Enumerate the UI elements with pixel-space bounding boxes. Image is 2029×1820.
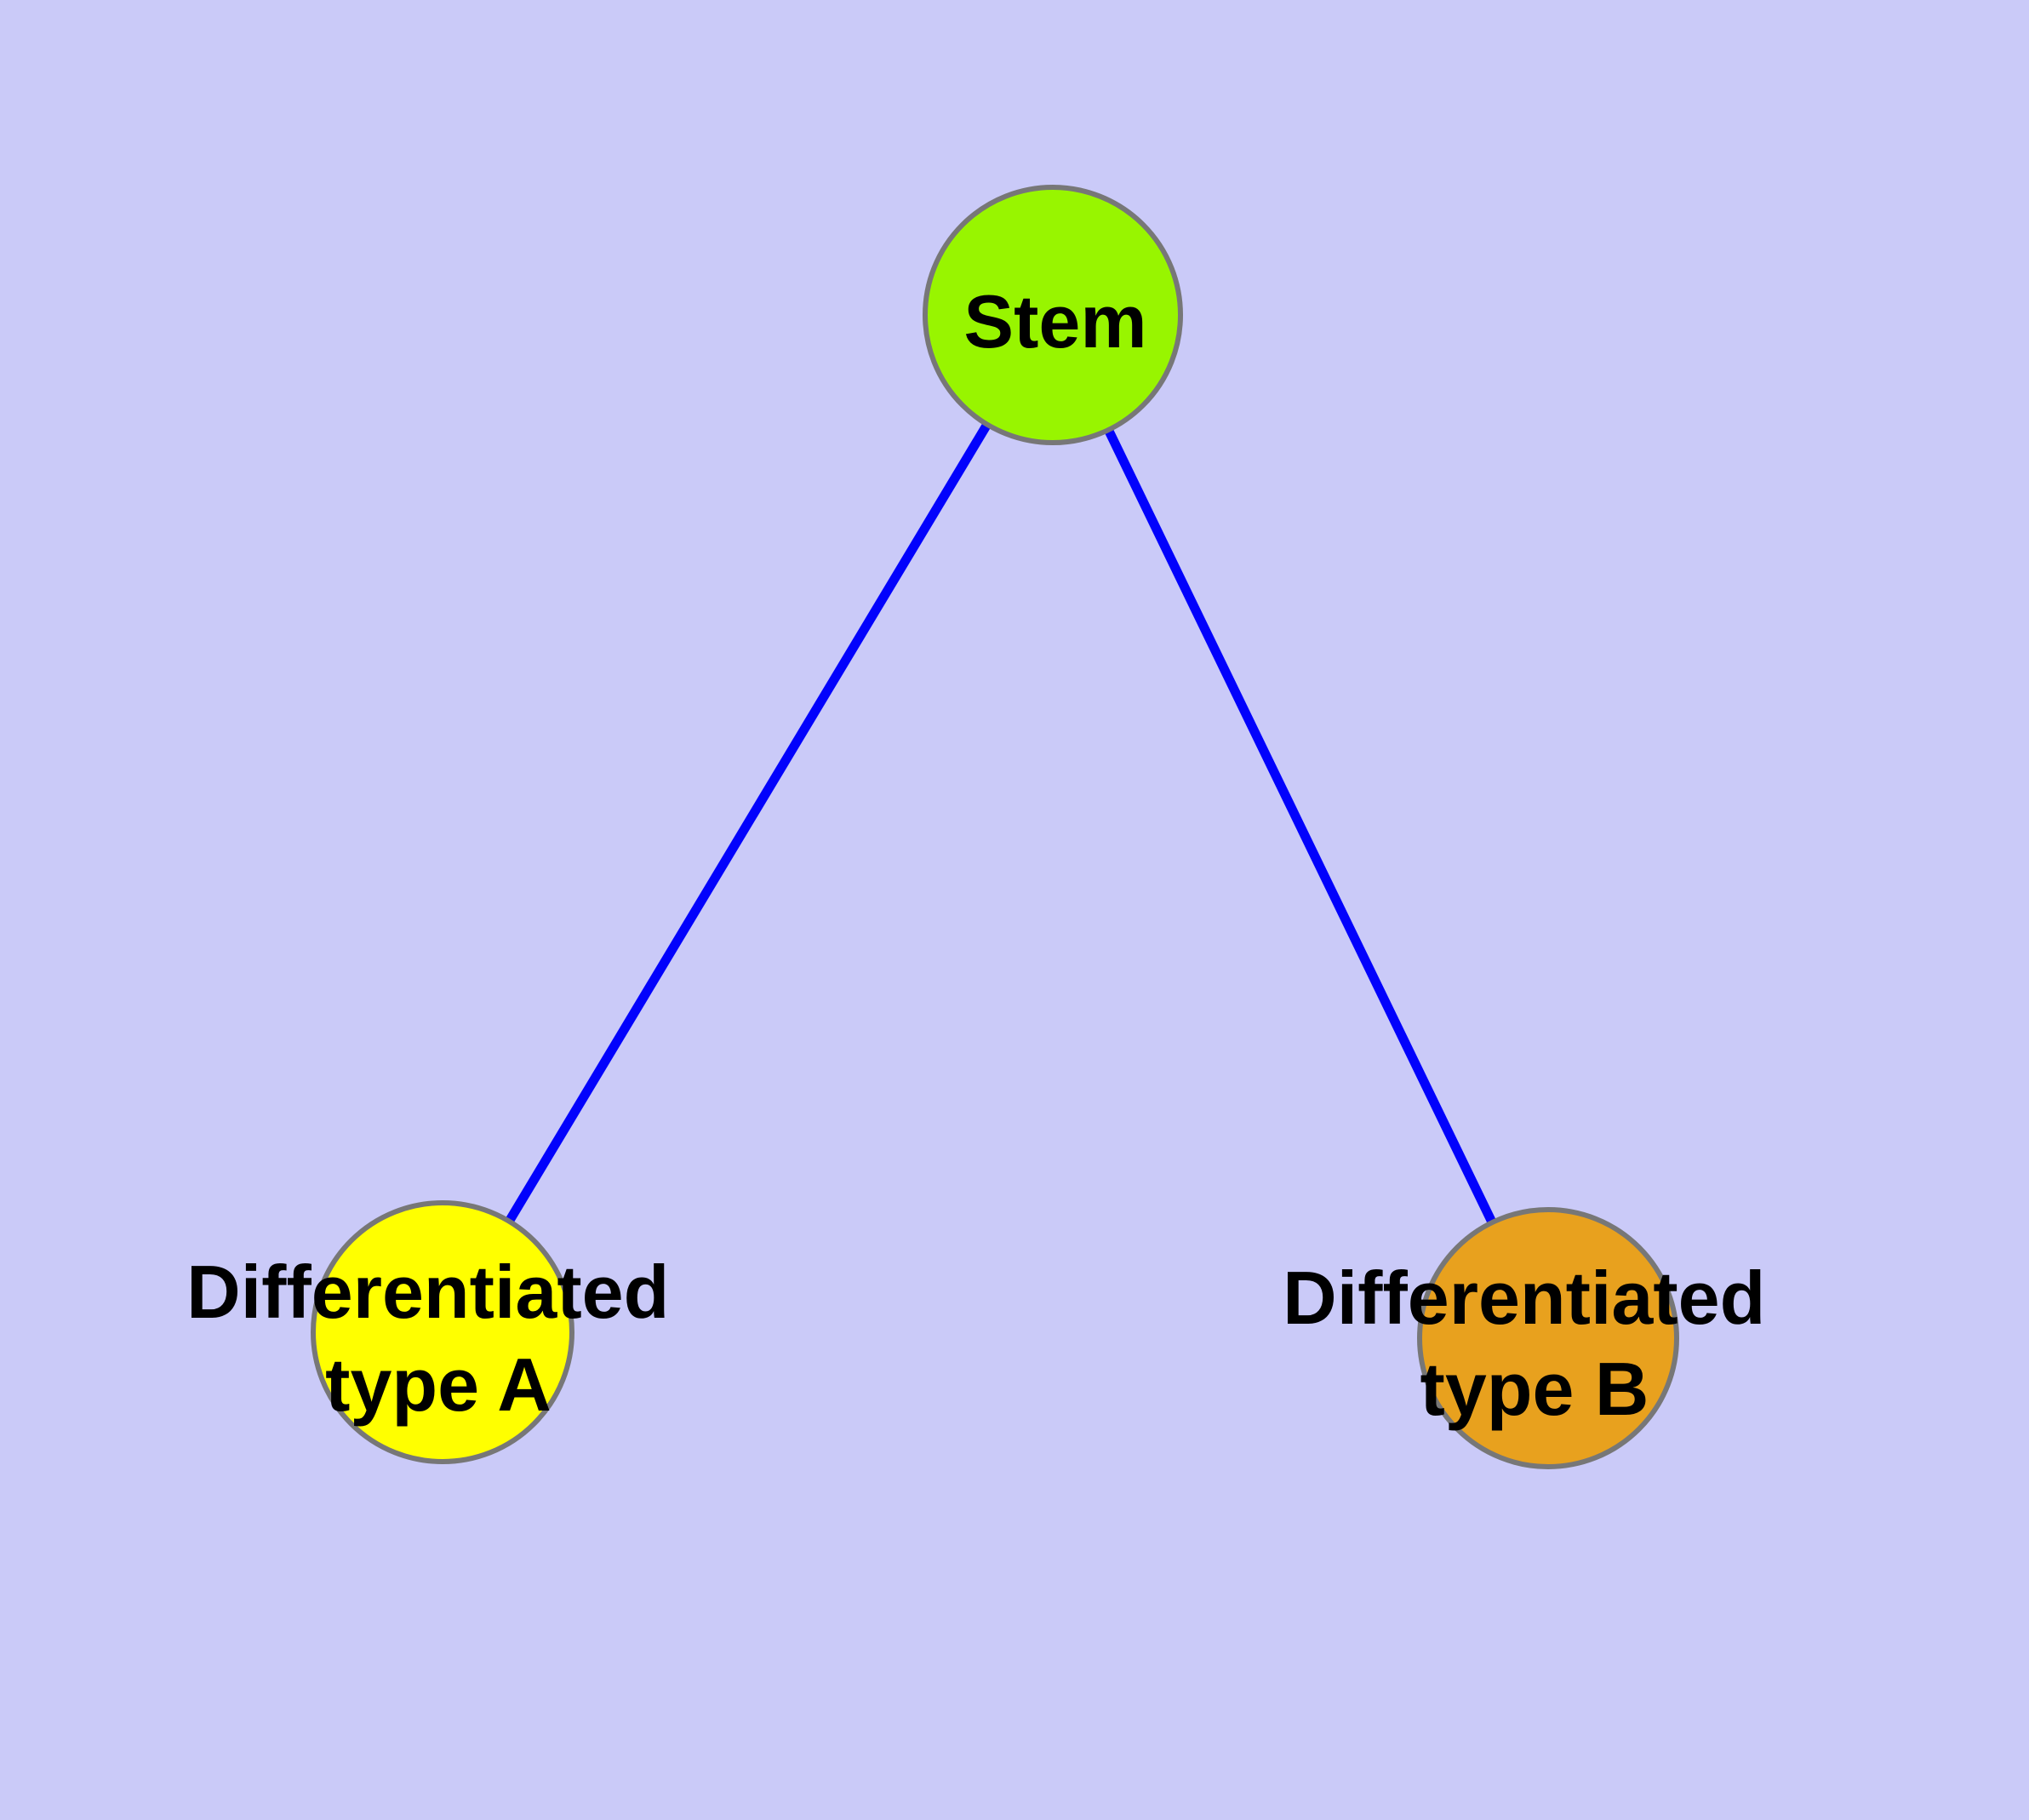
node-stem (923, 185, 1183, 445)
node-differentiated-type-b (1417, 1207, 1679, 1469)
node-label-stem-line1: Stem (963, 279, 1146, 363)
node-label-stem: Stem (963, 279, 1146, 363)
node-label-differentiated-type-b: Differentiated type B (1283, 1256, 1786, 1431)
node-label-differentiated-type-a: Differentiated type A (186, 1250, 690, 1427)
node-label-type-a-line1: Differentiated (186, 1250, 669, 1334)
node-differentiated-type-a (311, 1200, 574, 1464)
edge-stem-to-typeB (1049, 312, 1552, 1341)
node-label-type-b-line1: Differentiated (1283, 1256, 1765, 1340)
node-label-type-b-line2: type B (1420, 1347, 1649, 1431)
node-label-type-a-line2: type A (325, 1342, 552, 1427)
edge-stem-to-typeA (438, 312, 1057, 1335)
